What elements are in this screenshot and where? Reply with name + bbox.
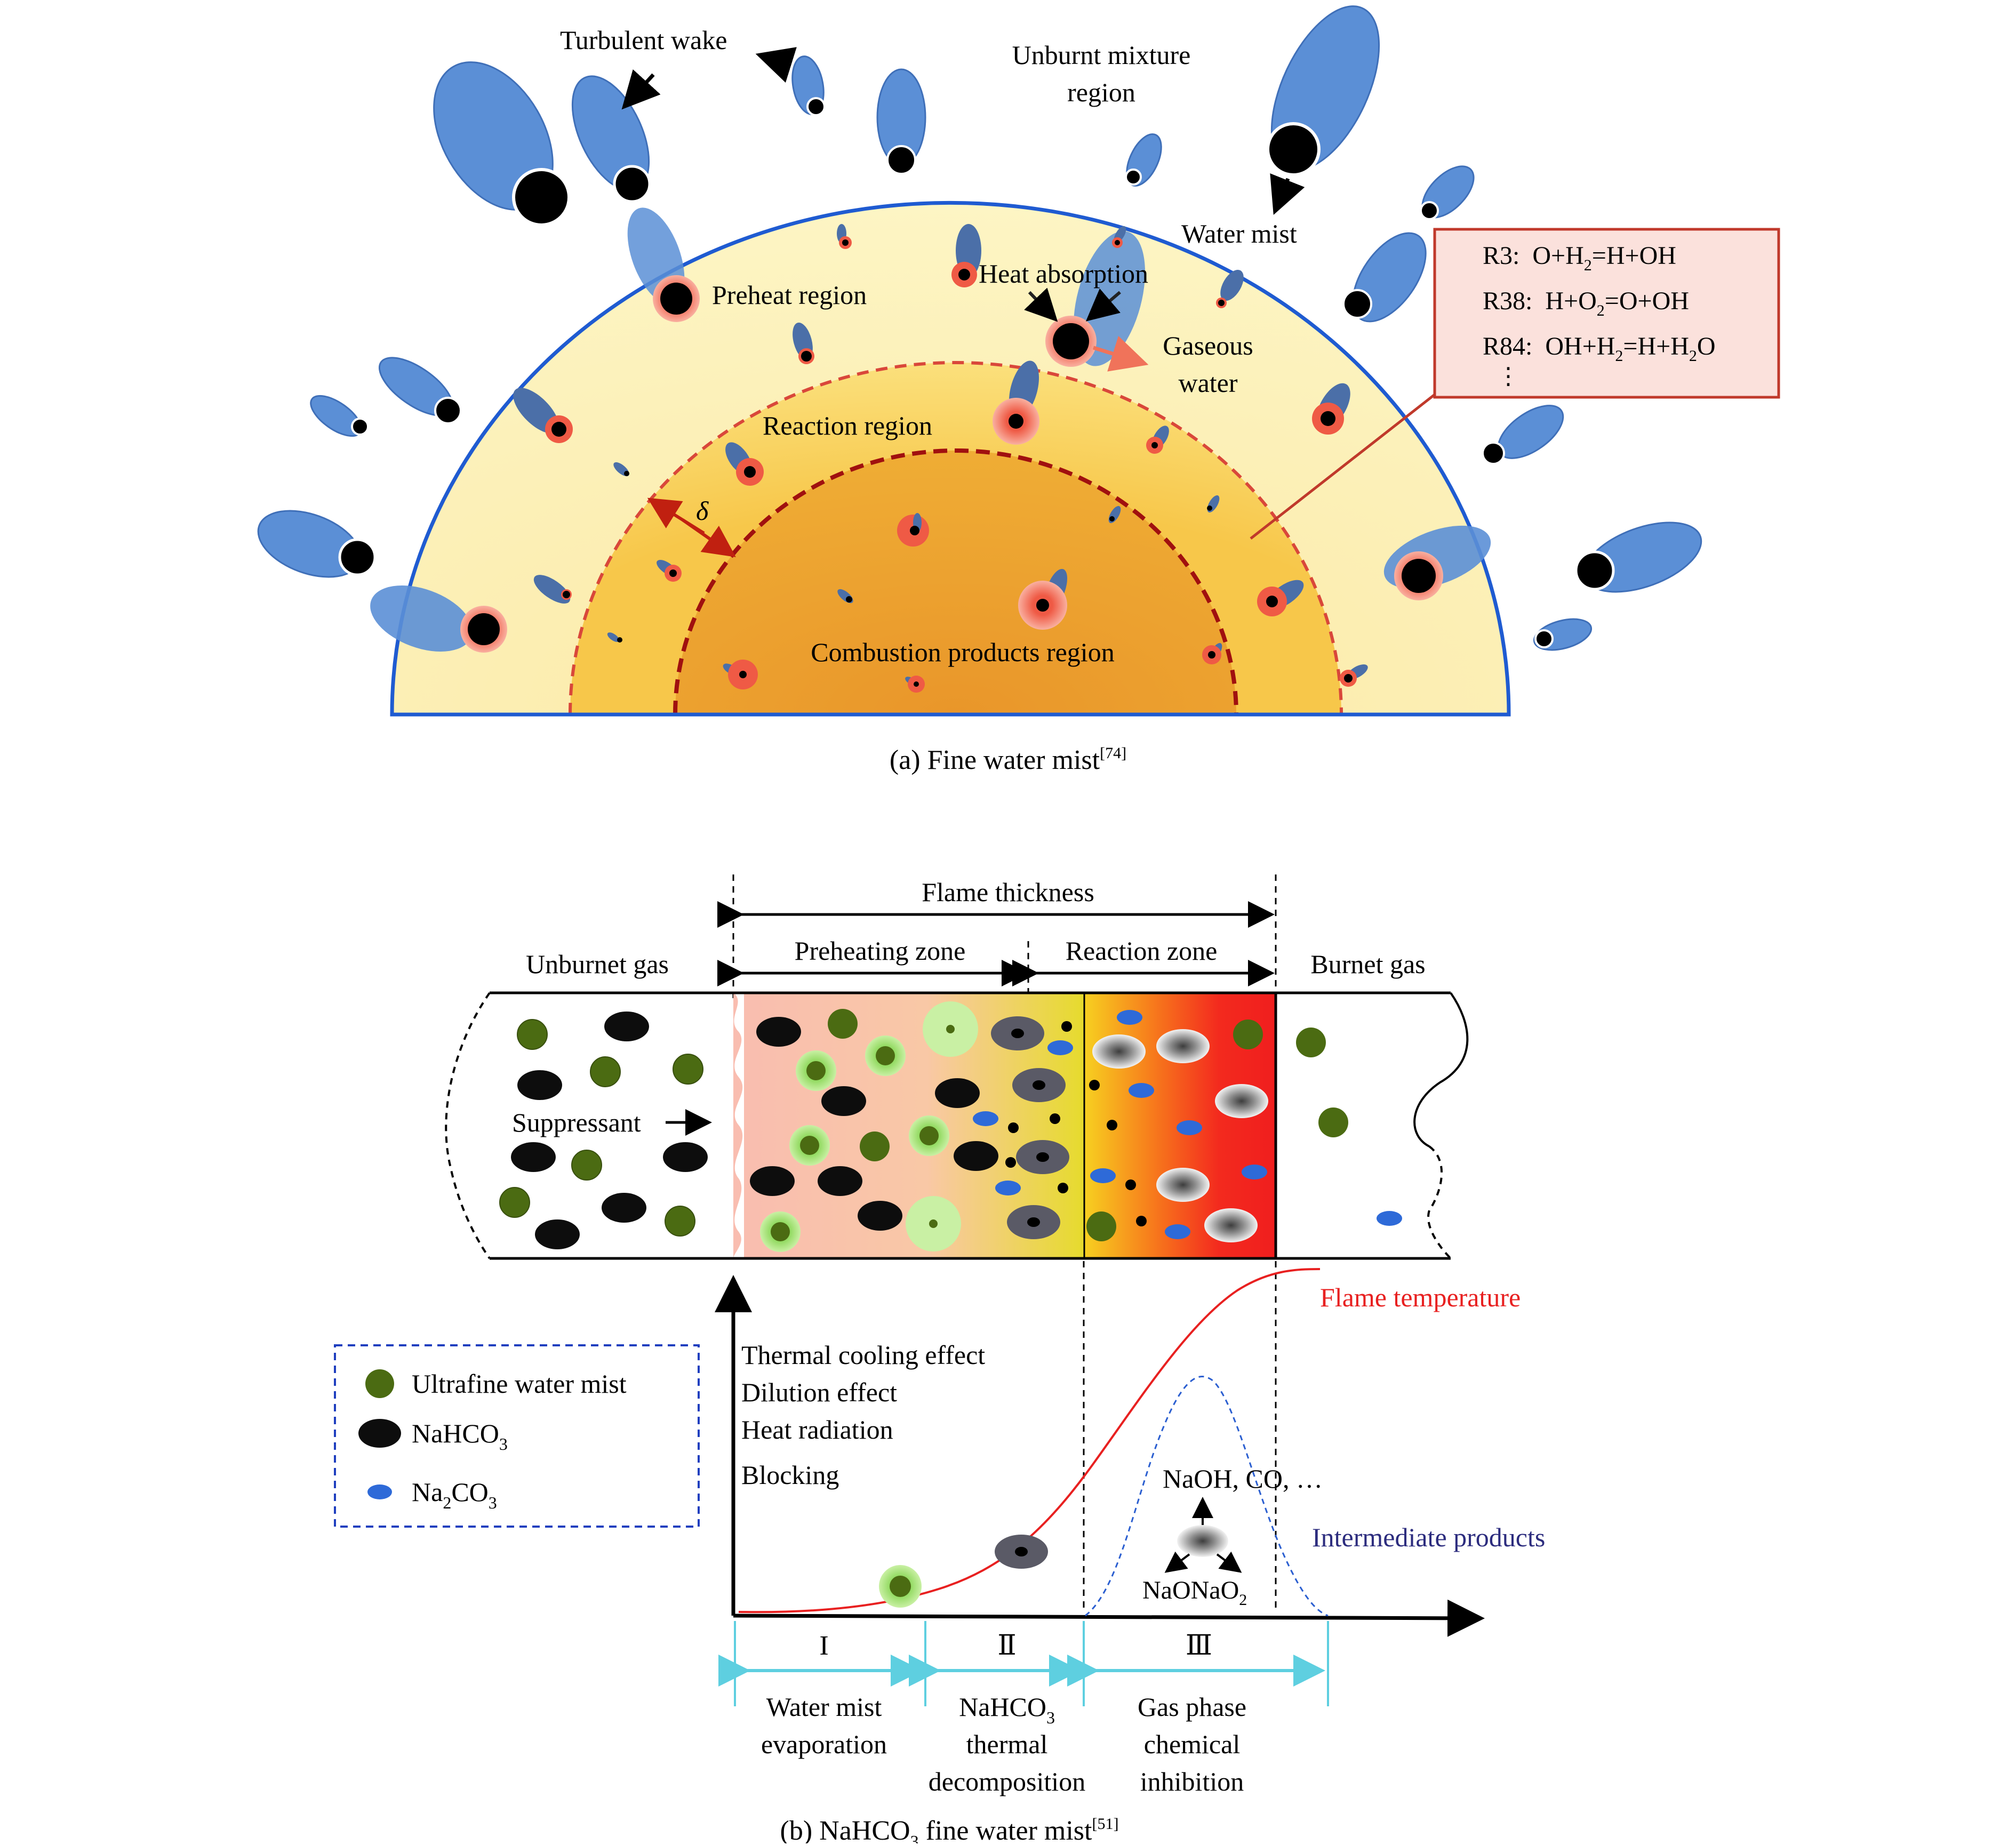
preheat-particles [750, 1001, 1073, 1252]
reaction-r38: R38: H+O2=O+OH [1483, 287, 1689, 319]
stage-numeral-iii: Ⅲ [1186, 1631, 1212, 1661]
burnet-gas-label: Burnet gas [1310, 949, 1425, 979]
products-bottom-label: NaONaO2 [1142, 1576, 1247, 1609]
effect-dilution: Dilution effect [741, 1377, 897, 1407]
gaseous-water-arrow [1092, 335, 1149, 372]
intermediate-products-label: Intermediate products [1312, 1522, 1545, 1552]
product-arrow-left [1164, 1551, 1190, 1573]
unburnt-particles [499, 1012, 708, 1249]
curve-intermediate-marker [1177, 1525, 1228, 1557]
product-arrow-right [1216, 1551, 1242, 1573]
burnet-particles [1296, 1028, 1402, 1226]
heat-absorption-arrow-right [1085, 288, 1121, 322]
heat-absorption-arrow-left [1024, 287, 1058, 322]
caption-a: (a) Fine water mist[74] [890, 744, 1126, 775]
stage-numeral-i: I [819, 1631, 828, 1661]
stage-iii-line1: Gas phase [1138, 1692, 1246, 1722]
turbulent-wake-label: Turbulent wake [560, 25, 727, 55]
suppressant-label: Suppressant [512, 1107, 641, 1137]
legend-nahco3-swatch [358, 1419, 401, 1448]
stage-numeral-ii: Ⅱ [997, 1631, 1016, 1661]
stage-iii-line3: inhibition [1140, 1767, 1244, 1796]
tube-right-end-dashed [1427, 1145, 1452, 1259]
flame-front-arc [390, 200, 1511, 717]
reaction-ellipsis: ⋮ [1497, 363, 1520, 389]
caption-b: (b) NaHCO3 fine water mist[51] [780, 1815, 1119, 1843]
combustion-products-zone [675, 451, 1236, 715]
legend-box [334, 1344, 700, 1528]
effect-heat-radiation: Heat radiation [741, 1415, 893, 1444]
water-mist-arrow [1270, 173, 1305, 215]
gaseous-water-label-line2: water [1178, 368, 1237, 398]
water-mist-droplets-outer [257, 5, 1702, 651]
reaction-r3: R3: O+H2=H+OH [1483, 242, 1676, 274]
flame-temperature-label: Flame temperature [1320, 1282, 1521, 1312]
stage-iii-line2: chemical [1144, 1729, 1240, 1759]
intermediate-products-curve [1085, 1376, 1329, 1617]
gaseous-water-label-line1: Gaseous [1163, 331, 1253, 360]
preheat-region-label: Preheat region [712, 280, 867, 310]
stage-ii-line2: thermal [966, 1729, 1048, 1759]
unburnet-gas-label: Unburnet gas [526, 949, 669, 979]
preheating-zone-label: Preheating zone [795, 936, 966, 966]
heat-absorption-label: Heat absorption [979, 259, 1148, 288]
stage-ii-line1: NaHCO3 [959, 1692, 1055, 1727]
legend-na2co3-label: Na2CO3 [412, 1477, 497, 1512]
flame-front-wavy [733, 993, 744, 1258]
reaction-box-pointer [1250, 394, 1436, 540]
stage-ii-line3: decomposition [929, 1767, 1085, 1796]
combustion-boundary-dashed [673, 448, 1238, 715]
reaction-boundary-dashed [569, 361, 1343, 715]
legend-water-mist-label: Ultrafine water mist [412, 1369, 627, 1399]
reaction-box [1433, 228, 1780, 399]
reaction-particles [1086, 1010, 1268, 1242]
flame-temperature-curve [738, 1268, 1321, 1614]
delta-arrow-b [682, 518, 736, 557]
legend-na2co3-swatch [367, 1484, 392, 1499]
tube-left-end [445, 992, 491, 1259]
legend-nahco3-label: NaHCO3 [412, 1418, 508, 1454]
unburnt-mixture-label-line1: Unburnt mixture [1012, 40, 1191, 70]
products-top-label: NaOH, CO, … [1163, 1464, 1323, 1494]
stage-i-line1: Water mist [766, 1692, 882, 1722]
turbulent-wake-arrow-left [621, 69, 661, 110]
panel-a: Turbulent wake Unburnt mixture region Wa… [257, 5, 1780, 775]
reaction-region-label: Reaction region [763, 411, 932, 440]
water-mist-droplets-inner [370, 207, 1491, 693]
curve-water-mist-core [890, 1576, 911, 1597]
unburnt-mixture-label-line2: region [1067, 77, 1135, 107]
stage-i-line2: evaporation [761, 1729, 887, 1759]
turbulent-wake-arrow-right [755, 47, 797, 83]
water-mist-label: Water mist [1181, 219, 1297, 248]
flame-thickness-label: Flame thickness [922, 877, 1094, 907]
panel-b: Flame thickness Preheating zone Reaction… [334, 874, 1545, 1846]
tube-right-end-solid [1413, 992, 1469, 1147]
effect-thermal-cooling: Thermal cooling effect [741, 1340, 985, 1370]
reaction-r84: R84: OH+H2=H+H2O [1483, 332, 1716, 365]
legend-water-mist-swatch [365, 1369, 394, 1398]
delta-symbol: δ [696, 496, 709, 526]
reaction-zone-label: Reaction zone [1066, 936, 1218, 966]
curve-nahco3-core [1015, 1547, 1028, 1556]
combustion-products-label: Combustion products region [811, 637, 1114, 667]
effect-blocking: Blocking [741, 1460, 839, 1490]
x-axis [733, 1599, 1485, 1637]
